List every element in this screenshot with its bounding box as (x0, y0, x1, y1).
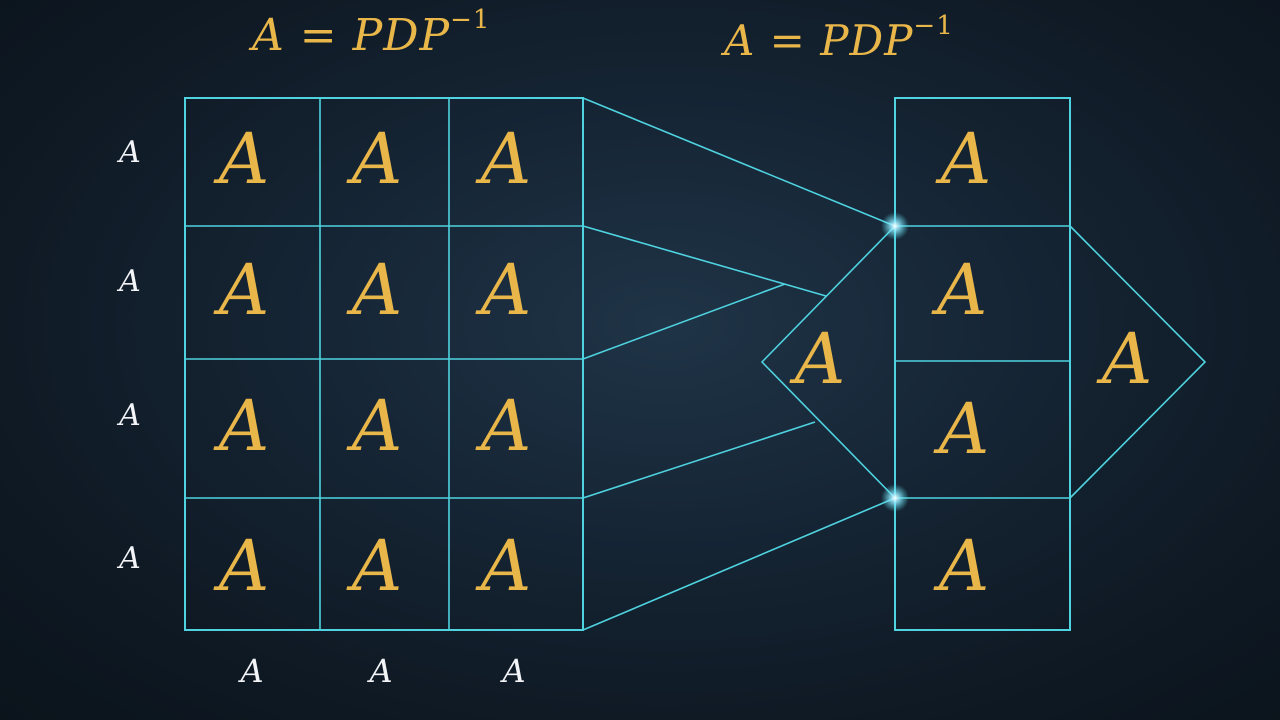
right-diamond: A (1069, 225, 1207, 499)
row-label-2: A (116, 264, 141, 299)
title-left-exponent: −1 (450, 5, 491, 36)
left-diamond: A (760, 225, 896, 499)
title-left: A = PDP−1 (252, 5, 490, 61)
left-diamond-outline (760, 225, 896, 499)
left-cell-r1c2: A (346, 118, 403, 200)
right-column-border (894, 97, 1071, 631)
left-cell-r1c3: A (475, 118, 532, 200)
left-cell-r3c2: A (346, 385, 403, 467)
right-cell-1: A (935, 118, 992, 200)
col-label-1: A (237, 652, 263, 690)
row-label-4: A (116, 541, 141, 576)
left-diamond-label: A (789, 318, 846, 400)
left-matrix-border (184, 97, 584, 631)
connector-top (582, 97, 896, 227)
left-cell-r4c1: A (213, 525, 270, 607)
row-label-1: A (116, 135, 141, 170)
right-column-grid (894, 97, 1071, 631)
left-cell-r4c3: A (475, 525, 532, 607)
title-right: A = PDP−1 (724, 11, 954, 65)
row-labels: A A A A (116, 135, 141, 576)
row-label-3: A (116, 398, 141, 433)
right-column-cells: A A A A (931, 118, 992, 607)
title-right-main: A = PDP (724, 16, 914, 65)
connector-upper-b (582, 283, 786, 360)
title-right-exponent: −1 (913, 11, 954, 41)
right-cell-4: A (933, 525, 990, 607)
col-label-3: A (499, 652, 525, 690)
junction-node-bottom (881, 484, 909, 512)
connector-bottom (582, 497, 896, 631)
connector-upper-a (582, 225, 827, 297)
left-cell-r2c3: A (475, 249, 532, 331)
left-cell-r4c2: A (346, 525, 403, 607)
junction-nodes (881, 212, 909, 512)
left-matrix-cells: A A A A A A A A A A A A (213, 118, 532, 607)
left-cell-r2c1: A (213, 249, 270, 331)
left-cell-r2c2: A (346, 249, 403, 331)
left-cell-r3c1: A (213, 385, 270, 467)
title-left-main: A = PDP (252, 10, 451, 61)
right-cell-2: A (931, 249, 988, 331)
right-diamond-outline (1069, 225, 1207, 499)
right-cell-3: A (933, 388, 990, 470)
col-label-2: A (366, 652, 392, 690)
connector-lines (582, 97, 896, 631)
column-labels: A A A (237, 652, 525, 690)
connector-lower (582, 421, 816, 499)
right-diamond-label: A (1096, 318, 1153, 400)
left-cell-r3c3: A (475, 385, 532, 467)
left-matrix-grid (184, 97, 584, 631)
junction-node-top (881, 212, 909, 240)
left-cell-r1c1: A (213, 118, 270, 200)
